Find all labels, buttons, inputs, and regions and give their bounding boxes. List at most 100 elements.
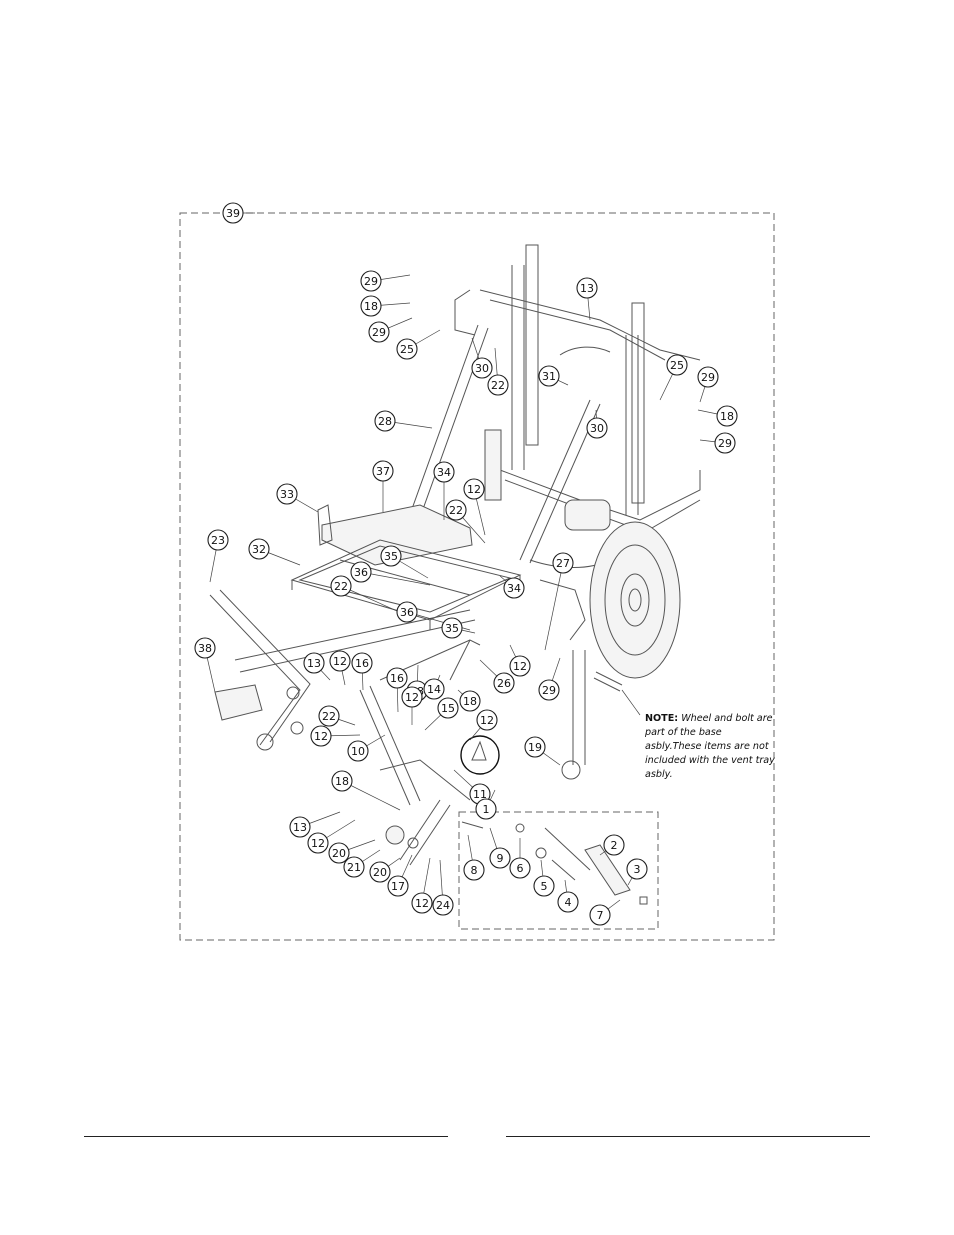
callout-number: 22 xyxy=(491,379,505,392)
callout-38: 38 xyxy=(195,638,215,658)
callout-18: 18 xyxy=(361,296,381,316)
callout-32: 32 xyxy=(249,539,269,559)
callout-12: 12 xyxy=(510,656,530,676)
callout-number: 3 xyxy=(634,863,641,876)
base-frame xyxy=(455,245,700,765)
callout-number: 12 xyxy=(314,730,328,743)
callout-number: 1 xyxy=(483,803,490,816)
callout-number: 24 xyxy=(436,899,450,912)
callout-14: 14 xyxy=(424,679,444,699)
callout-number: 37 xyxy=(376,465,390,478)
assembly-boundary xyxy=(180,213,774,940)
callout-23: 23 xyxy=(208,530,228,550)
callout-number: 17 xyxy=(391,880,405,893)
callout-12: 12 xyxy=(330,651,350,671)
callout-number: 12 xyxy=(311,837,325,850)
callout-12: 12 xyxy=(308,833,328,853)
callout-22: 22 xyxy=(331,576,351,596)
callout-27: 27 xyxy=(553,553,573,573)
callout-number: 29 xyxy=(372,326,386,339)
callout-13: 13 xyxy=(304,653,324,673)
callout-number: 31 xyxy=(542,370,556,383)
callout-35: 35 xyxy=(381,546,401,566)
wheel-bolt xyxy=(562,672,622,779)
callout-number: 12 xyxy=(513,660,527,673)
callout-13: 13 xyxy=(290,817,310,837)
callout-number: 30 xyxy=(590,422,604,435)
callout-39: 39 xyxy=(223,203,243,223)
callout-22: 22 xyxy=(488,375,508,395)
callout-number: 38 xyxy=(198,642,212,655)
callout-12: 12 xyxy=(464,479,484,499)
callout-18: 18 xyxy=(332,771,352,791)
callout-number: 35 xyxy=(384,550,398,563)
callout-number: 23 xyxy=(211,534,225,547)
callout-number: 16 xyxy=(390,672,404,685)
callout-29: 29 xyxy=(539,680,559,700)
leader-line xyxy=(341,586,406,615)
callout-number: 18 xyxy=(463,695,477,708)
callout-30: 30 xyxy=(587,418,607,438)
callout-24: 24 xyxy=(433,895,453,915)
callout-number: 4 xyxy=(565,896,572,909)
callout-30: 30 xyxy=(472,358,492,378)
callout-number: 15 xyxy=(441,702,455,715)
callout-33: 33 xyxy=(277,484,297,504)
callout-number: 10 xyxy=(351,745,365,758)
callout-22: 22 xyxy=(319,706,339,726)
callout-number: 12 xyxy=(405,691,419,704)
callout-5: 5 xyxy=(534,876,554,896)
callout-number: 34 xyxy=(437,466,451,479)
callout-number: 30 xyxy=(475,362,489,375)
callout-number: 12 xyxy=(333,655,347,668)
callout-20: 20 xyxy=(329,843,349,863)
callout-number: 13 xyxy=(307,657,321,670)
callout-12: 12 xyxy=(477,710,497,730)
callout-number: 12 xyxy=(480,714,494,727)
callout-36: 36 xyxy=(351,562,371,582)
note-pointer xyxy=(622,690,640,715)
note-heading: NOTE: xyxy=(645,713,678,724)
callout-number: 18 xyxy=(335,775,349,788)
callout-34: 34 xyxy=(504,578,524,598)
callout-29: 29 xyxy=(715,433,735,453)
callout-31: 31 xyxy=(539,366,559,386)
callout-number: 35 xyxy=(445,622,459,635)
callout-number: 36 xyxy=(400,606,414,619)
callout-number: 22 xyxy=(334,580,348,593)
callout-number: 9 xyxy=(497,852,504,865)
callout-number: 29 xyxy=(542,684,556,697)
callout-21: 21 xyxy=(344,857,364,877)
callout-25: 25 xyxy=(667,355,687,375)
callout-number: 18 xyxy=(720,410,734,423)
callout-19: 19 xyxy=(525,737,545,757)
footer-line-left xyxy=(84,1136,448,1137)
callout-18: 18 xyxy=(717,406,737,426)
callout-16: 16 xyxy=(352,653,372,673)
callout-number: 25 xyxy=(670,359,684,372)
callout-number: 5 xyxy=(541,880,548,893)
callout-number: 29 xyxy=(701,371,715,384)
callout-number: 2 xyxy=(611,839,618,852)
callout-number: 12 xyxy=(415,897,429,910)
callout-number: 29 xyxy=(364,275,378,288)
callout-number: 34 xyxy=(507,582,521,595)
callout-number: 7 xyxy=(597,909,604,922)
callout-number: 26 xyxy=(497,677,511,690)
callout-number: 20 xyxy=(332,847,346,860)
callout-number: 8 xyxy=(471,864,478,877)
callout-17: 17 xyxy=(388,876,408,896)
callout-number: 29 xyxy=(718,437,732,450)
callout-4: 4 xyxy=(558,892,578,912)
callout-number: 20 xyxy=(373,866,387,879)
gas-spring-parts xyxy=(462,822,647,904)
callout-12: 12 xyxy=(412,893,432,913)
wheel xyxy=(590,522,680,678)
callout-9: 9 xyxy=(490,848,510,868)
note-text: NOTE: Wheel and bolt are part of the bas… xyxy=(645,712,775,782)
callout-20: 20 xyxy=(370,862,390,882)
callout-12: 12 xyxy=(402,687,422,707)
leader-line xyxy=(545,563,563,650)
callout-number: 18 xyxy=(364,300,378,313)
